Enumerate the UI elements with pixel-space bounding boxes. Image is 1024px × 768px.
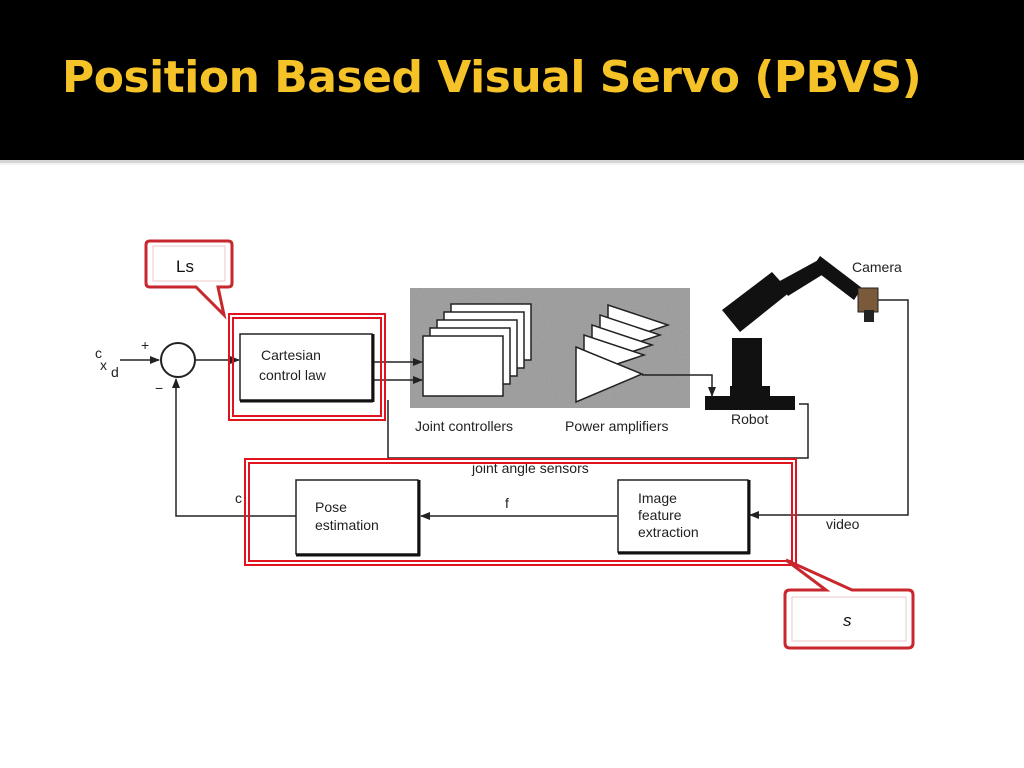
- power-amplifiers-label: Power amplifiers: [565, 418, 668, 434]
- wire-feedback: [172, 378, 296, 517]
- joint-controllers-stack: [422, 303, 532, 397]
- feature-label-line3: extraction: [638, 524, 699, 540]
- pose-label-line1: Pose: [315, 499, 347, 515]
- camera-icon: [857, 287, 879, 322]
- callout-s: s: [783, 558, 915, 650]
- feature-signal-label: f: [505, 495, 509, 511]
- pose-label-line2: estimation: [315, 517, 379, 533]
- cartesian-label-line2: control law: [259, 367, 327, 383]
- sum-minus-sign: −: [155, 380, 163, 396]
- video-label: video: [826, 516, 860, 532]
- signal-wires: [120, 299, 909, 520]
- input-superscript: c: [95, 345, 102, 361]
- title-divider: [0, 160, 1024, 165]
- wire-joint-angle-sensors: [387, 400, 809, 459]
- callout-s-text: s: [843, 611, 852, 630]
- power-amplifiers-stack: [575, 303, 671, 404]
- cartesian-control-law-block: [239, 333, 373, 401]
- feature-label-line1: Image: [638, 490, 677, 506]
- image-feature-extraction-block: [617, 479, 749, 553]
- camera-label: Camera: [852, 259, 902, 275]
- sum-plus-sign: +: [141, 337, 149, 353]
- pose-estimation-block: [295, 479, 419, 555]
- joint-controllers-label: Joint controllers: [415, 418, 513, 434]
- title-bar: Position Based Visual Servo (PBVS): [0, 0, 1024, 160]
- input-subscript: d: [111, 364, 119, 380]
- robot-arm: [705, 256, 862, 410]
- summing-junction: [160, 342, 196, 378]
- highlight-control-law: [228, 313, 386, 421]
- feature-label-line2: feature: [638, 507, 682, 523]
- slide-title: Position Based Visual Servo (PBVS): [62, 52, 922, 103]
- cartesian-label-line1: Cartesian: [261, 347, 321, 363]
- robot-label: Robot: [731, 411, 768, 427]
- wire-amp-to-robot: [642, 374, 716, 397]
- callout-ls: Ls: [144, 239, 234, 320]
- wire-video: [749, 299, 909, 519]
- highlight-feedback-path: [244, 458, 797, 566]
- callout-ls-text: Ls: [176, 257, 194, 276]
- input-symbol: x: [100, 357, 107, 373]
- pose-output-label: c: [235, 490, 242, 506]
